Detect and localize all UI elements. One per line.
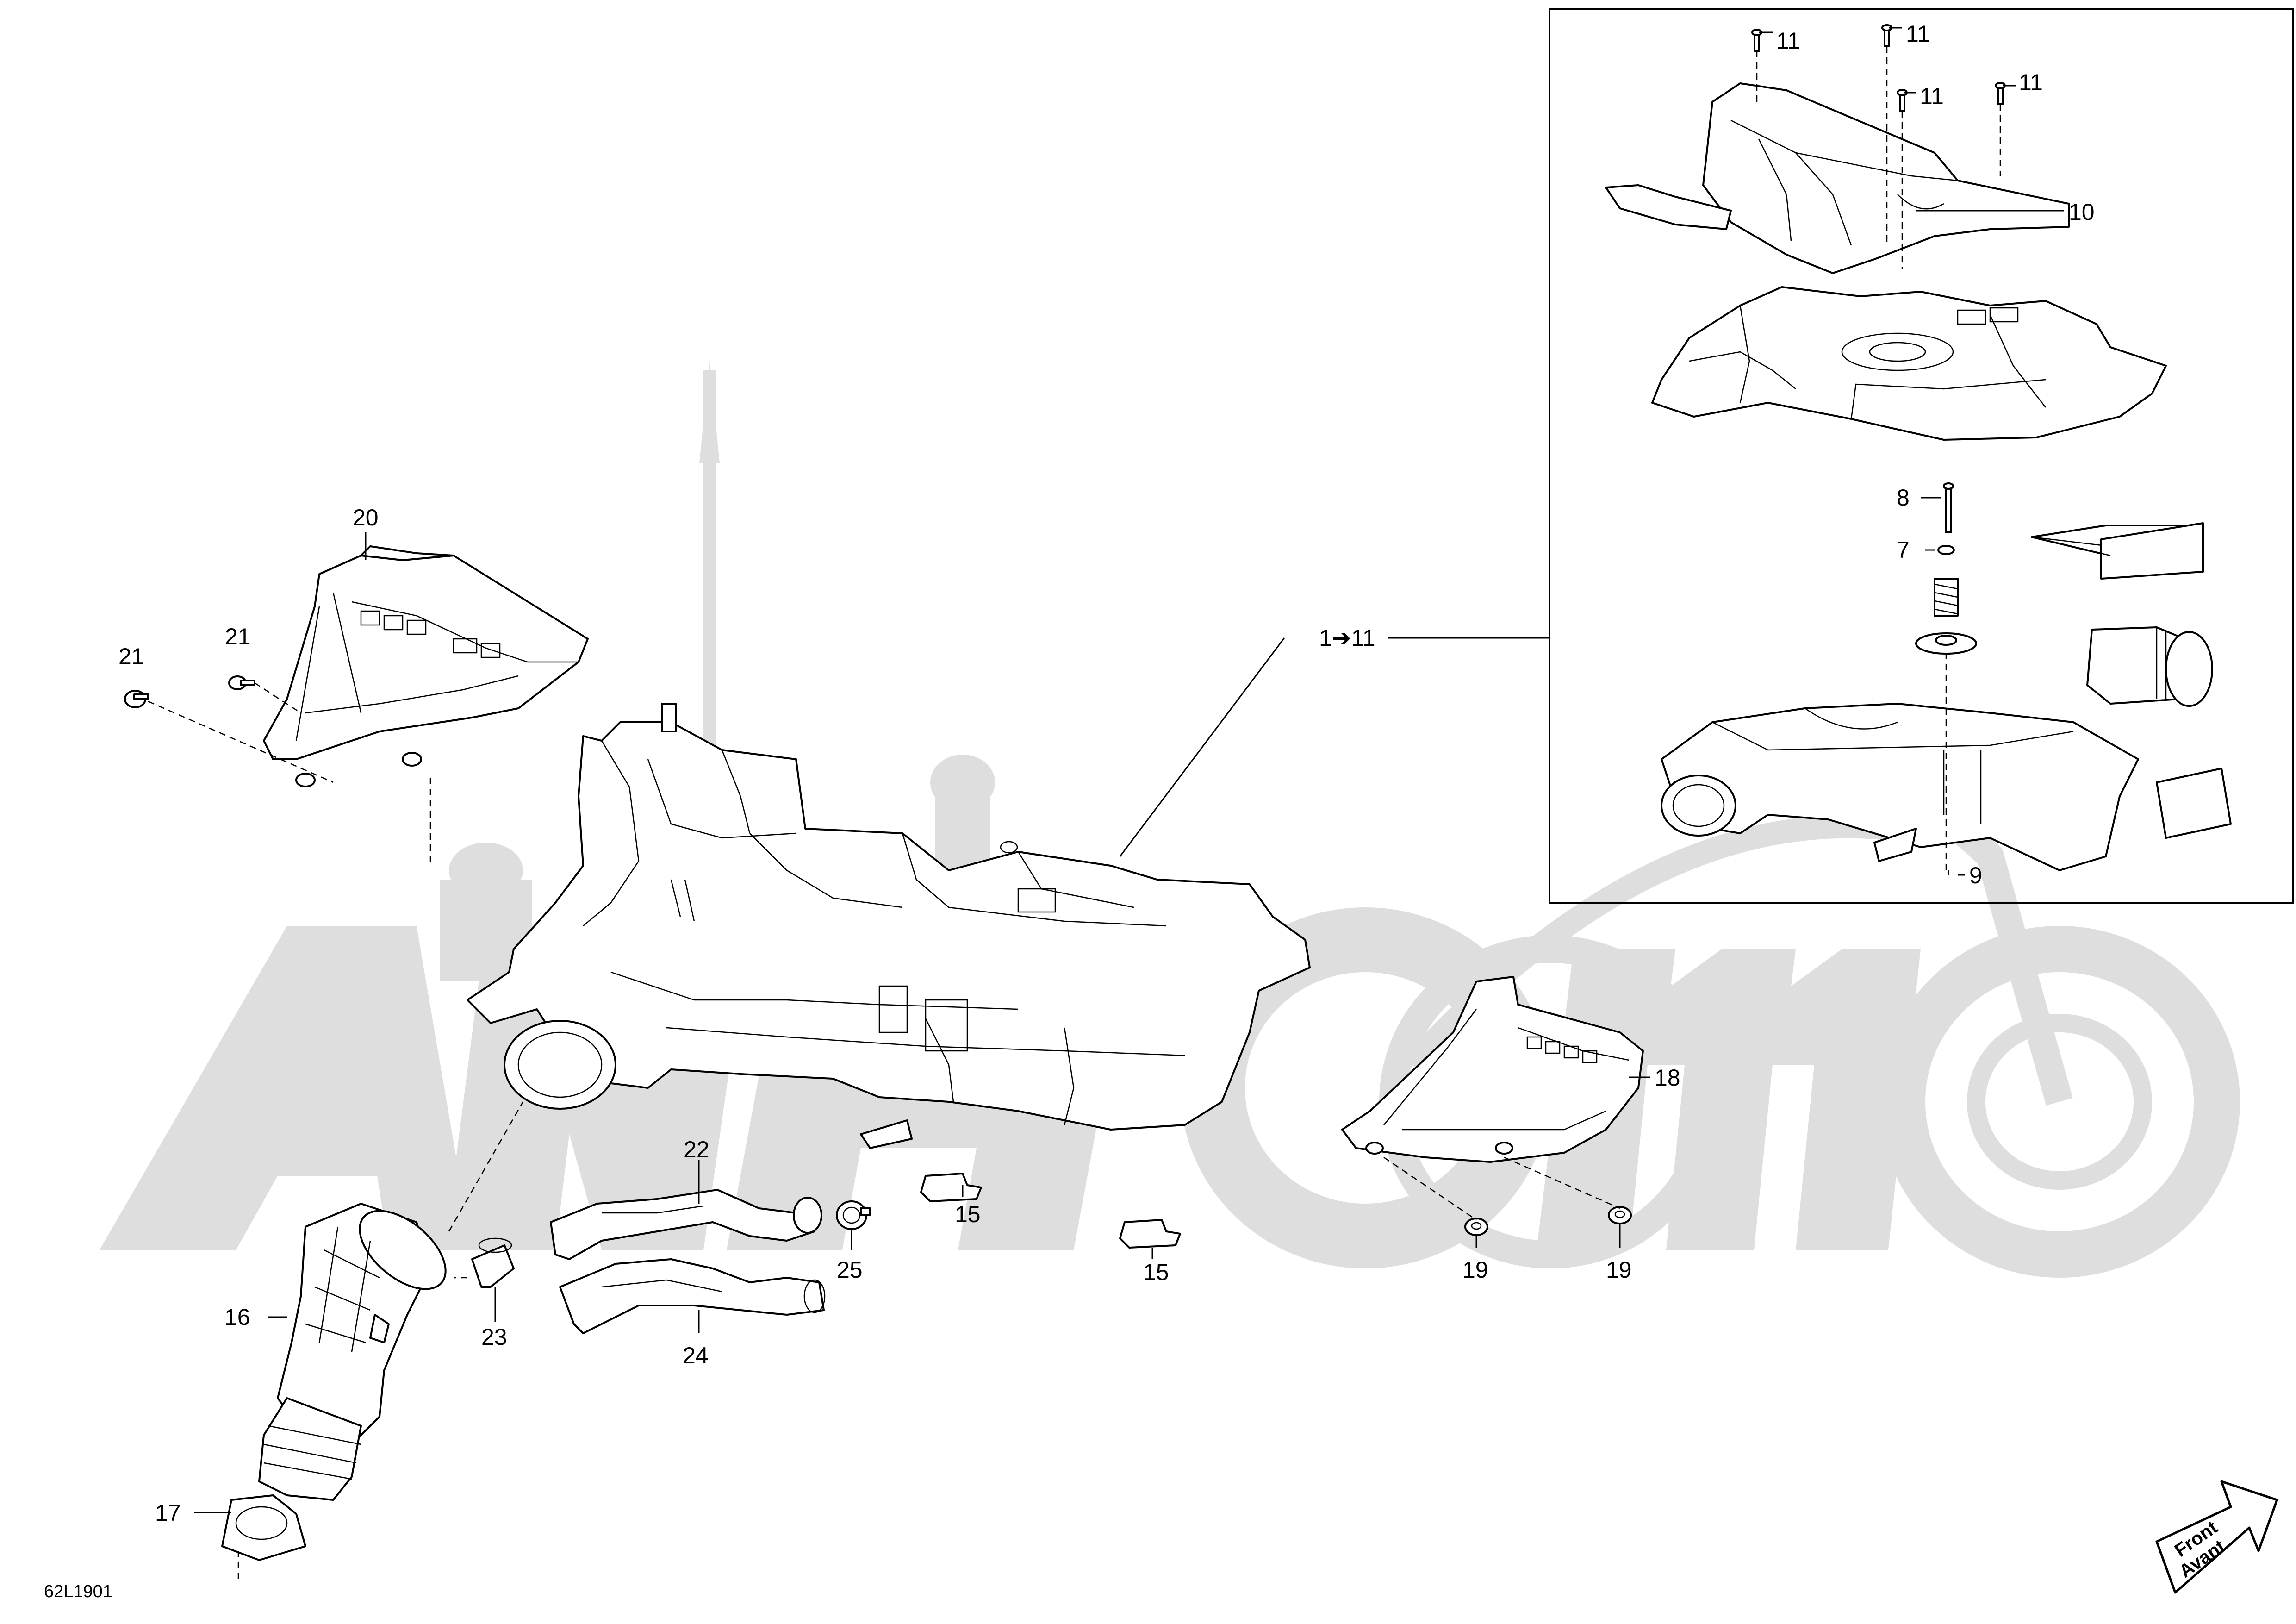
callout-8: 8 [1897, 485, 1910, 511]
subassembly-frame [1549, 8, 2294, 904]
callout-25: 25 [837, 1257, 863, 1283]
front-arrow-icon: Front Avant [2155, 1480, 2278, 1594]
leader-lines [194, 27, 2064, 1513]
part-nut-19a [1464, 1218, 1488, 1236]
part-intake-boot [258, 1203, 447, 1501]
callout-11-d: 11 [2019, 69, 2043, 95]
part-clamp [836, 1200, 871, 1230]
callout-7: 7 [1897, 537, 1910, 563]
callout-23: 23 [481, 1324, 507, 1350]
diagram-code: 62L1901 [44, 1582, 112, 1601]
callout-15-b: 15 [1143, 1259, 1169, 1285]
callout-11-c: 11 [1920, 83, 1944, 109]
part-hose-upper [550, 1189, 822, 1260]
part-fitting [471, 1237, 515, 1288]
part-lower-housing [1661, 703, 2139, 871]
part-washer [1937, 545, 1955, 555]
callout-22: 22 [684, 1137, 709, 1162]
part-clip-15b [1119, 1219, 1181, 1249]
part-right-guard [1341, 976, 1644, 1163]
callout-19-b: 19 [1606, 1257, 1632, 1283]
callout-10: 10 [2069, 199, 2095, 225]
callout-9: 9 [1969, 862, 1982, 888]
part-upper-housing [1651, 286, 2167, 441]
part-screw-21a [124, 690, 149, 708]
callout-16: 16 [224, 1304, 250, 1330]
part-spring-seat [1915, 632, 1977, 655]
callout-21-b: 21 [225, 624, 251, 650]
part-bag [2031, 522, 2204, 580]
part-filter-element [2086, 626, 2213, 707]
callout-24: 24 [683, 1343, 709, 1368]
part-hose-lower [559, 1258, 826, 1334]
part-ring [221, 1494, 306, 1561]
part-spring [1934, 578, 1959, 617]
callout-17: 17 [155, 1500, 181, 1526]
part-screw-21b [228, 675, 255, 690]
callout-18: 18 [1655, 1065, 1680, 1091]
part-bolt [1943, 482, 1954, 533]
callout-19-a: 19 [1462, 1257, 1488, 1283]
part-left-guard [263, 545, 589, 787]
part-airbox-main [467, 703, 1311, 1149]
part-foam-pad [2156, 768, 2232, 839]
callout-15-a: 15 [955, 1201, 981, 1227]
callout-11-b: 11 [1906, 21, 1930, 47]
callout-21-a: 21 [118, 643, 144, 669]
part-clip-15a [920, 1173, 982, 1202]
callout-20: 20 [353, 505, 379, 531]
part-nut-19b [1608, 1206, 1632, 1224]
callout-labels: 1➔11 10 11 11 11 11 8 7 9 18 19 19 20 21… [118, 21, 2095, 1526]
callout-11-a: 11 [1776, 28, 1800, 54]
callout-1-11: 1➔11 [1319, 625, 1375, 651]
part-upper-cover [1605, 82, 2070, 274]
